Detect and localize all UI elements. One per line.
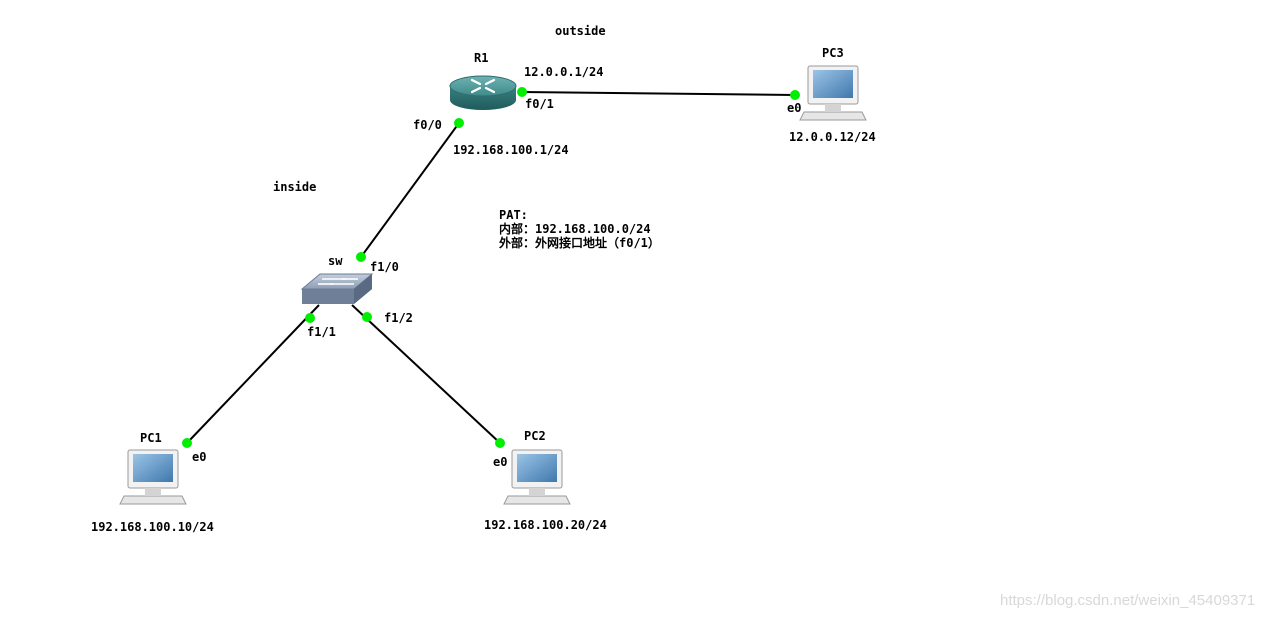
- link-r1-sw[interactable]: [360, 122, 460, 258]
- device-label-pc3[interactable]: PC3: [822, 46, 844, 60]
- interface-label-pc3-e0: e0: [787, 101, 802, 115]
- pc1-computer-icon[interactable]: [119, 449, 187, 505]
- address-label-pc3: 12.0.0.12/24: [789, 130, 876, 144]
- port-dot-sw-f1-1[interactable]: [305, 313, 315, 323]
- router-icon[interactable]: [449, 75, 517, 110]
- switch-icon[interactable]: [300, 273, 374, 304]
- link-sw-pc2[interactable]: [351, 304, 501, 444]
- port-dot-sw-f1-0[interactable]: [356, 252, 366, 262]
- pat-note-title: PAT:: [499, 208, 528, 222]
- port-dot-pc1-e0[interactable]: [182, 438, 192, 448]
- device-label-pc2[interactable]: PC2: [524, 429, 546, 443]
- interface-label-pc1-e0: e0: [192, 450, 207, 464]
- zone-label-outside: outside: [555, 24, 606, 38]
- port-dot-r1-f0-0[interactable]: [454, 118, 464, 128]
- address-label-r1-f0-0: 192.168.100.1/24: [453, 143, 569, 157]
- pat-note-outside: 外部：外网接口地址（f0/1）: [499, 236, 660, 250]
- interface-label-pc2-e0: e0: [493, 455, 508, 469]
- port-dot-r1-f0-1[interactable]: [517, 87, 527, 97]
- interface-label-sw-f1-2: f1/2: [384, 311, 413, 325]
- device-label-pc1[interactable]: PC1: [140, 431, 162, 445]
- pat-note: PAT: 内部：192.168.100.0/24 外部：外网接口地址（f0/1）: [499, 208, 660, 250]
- zone-label-inside: inside: [273, 180, 317, 194]
- link-sw-pc1[interactable]: [186, 304, 320, 444]
- address-label-pc2: 192.168.100.20/24: [484, 518, 607, 532]
- watermark-text: https://blog.csdn.net/weixin_45409371: [1000, 592, 1256, 609]
- pc3-computer-icon[interactable]: [799, 65, 867, 121]
- device-label-sw[interactable]: sw: [328, 254, 343, 268]
- link-r1-pc3[interactable]: [521, 91, 796, 96]
- address-label-r1-f0-1: 12.0.0.1/24: [524, 65, 604, 79]
- port-dot-pc3-e0[interactable]: [790, 90, 800, 100]
- interface-label-r1-f0-0: f0/0: [413, 118, 442, 132]
- address-label-pc1: 192.168.100.10/24: [91, 520, 214, 534]
- pat-note-inside: 内部：192.168.100.0/24: [499, 222, 651, 236]
- interface-label-r1-f0-1: f0/1: [525, 97, 554, 111]
- device-label-r1[interactable]: R1: [474, 51, 489, 65]
- interface-label-sw-f1-1: f1/1: [307, 325, 336, 339]
- interface-label-sw-f1-0: f1/0: [370, 260, 399, 274]
- port-dot-pc2-e0[interactable]: [495, 438, 505, 448]
- port-dot-sw-f1-2[interactable]: [362, 312, 372, 322]
- pc2-computer-icon[interactable]: [503, 449, 571, 505]
- links: [186, 91, 796, 444]
- port-dots: [182, 87, 800, 448]
